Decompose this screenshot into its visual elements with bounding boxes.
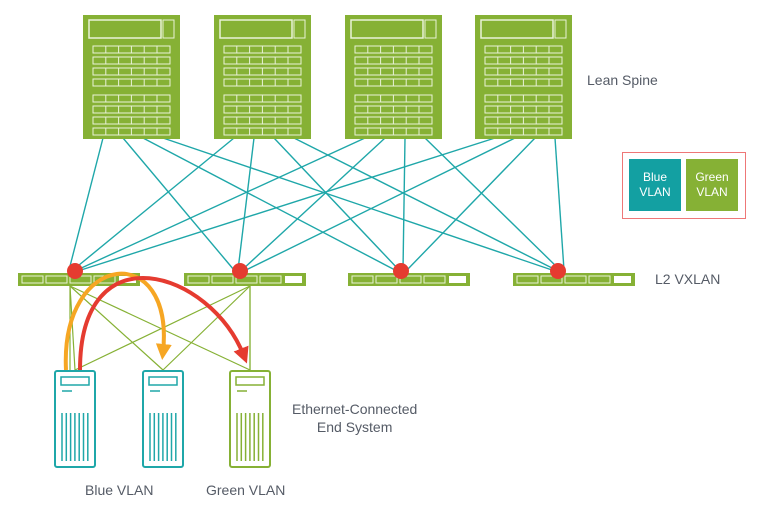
leaf-port (516, 275, 539, 284)
blue-vlan-label: Blue VLAN (85, 482, 154, 498)
spine-leaf-link (424, 137, 561, 271)
spine-leaf-link (241, 137, 386, 271)
vlan-legend: Blue VLAN Green VLAN (622, 152, 746, 219)
leaf-switch (513, 273, 635, 286)
spine-leaf-link (162, 137, 553, 271)
leaf-port (423, 275, 446, 284)
spine-leaf-link (273, 137, 400, 271)
leaf-server-link (69, 285, 76, 371)
spine-header (219, 19, 293, 39)
server-drive-bay (235, 376, 265, 386)
spine-leaf-link (76, 137, 366, 271)
leaf-port (45, 275, 68, 284)
spine-header-slot (554, 19, 567, 39)
leaf-port (588, 275, 611, 284)
vtep-dot (550, 263, 566, 279)
spine-leaf-links (68, 137, 565, 271)
end-system-label: Ethernet-Connected End System (292, 401, 418, 435)
spine-header (88, 19, 162, 39)
server-drive-bay (60, 376, 90, 386)
spine-header-slot (424, 19, 437, 39)
vtep-dot (393, 263, 409, 279)
leaf-port (187, 275, 210, 284)
spine-leaf-link (554, 137, 565, 271)
spine-leaf-link (245, 137, 516, 271)
spine-header (350, 19, 424, 39)
spine-leaf-link (293, 137, 557, 271)
spine-switch (475, 15, 572, 139)
leaf-port (540, 275, 563, 284)
spine-leaf-link (406, 137, 536, 271)
spine-leaf-link (402, 137, 406, 271)
end-system-server (142, 370, 184, 468)
spine-header (480, 19, 554, 39)
spine-leaf-link (237, 137, 255, 271)
spine-header-slot (162, 19, 175, 39)
spine-switch (214, 15, 311, 139)
leaf-server-link (162, 285, 251, 371)
spine-leaf-link (72, 137, 235, 271)
vtep-dot (232, 263, 248, 279)
spine-leaf-link (68, 137, 104, 271)
server-drive-bay (148, 376, 178, 386)
spine-leaf-link (142, 137, 396, 271)
spine-switch (83, 15, 180, 139)
leaf-port (235, 275, 258, 284)
leaf-port (259, 275, 282, 284)
leaf-server-link (69, 285, 164, 371)
end-system-server (54, 370, 96, 468)
spine-label: Lean Spine (587, 72, 658, 88)
leaf-port (564, 275, 587, 284)
leaf-port (21, 275, 44, 284)
leaf-port (399, 275, 422, 284)
spine-switch (345, 15, 442, 139)
orange-flow-arrow (63, 271, 172, 371)
red-flow-arrow (78, 276, 249, 371)
leaf-switch (348, 273, 470, 286)
leaf-port (375, 275, 398, 284)
spine-header-slot (293, 19, 306, 39)
vtep-dot (67, 263, 83, 279)
spine-leaf-link (122, 137, 235, 271)
end-system-server (229, 370, 271, 468)
leaf-port (211, 275, 234, 284)
spine-leaf-link (80, 137, 496, 271)
legend-blue-vlan: Blue VLAN (629, 159, 681, 211)
leaf-slot (614, 276, 631, 283)
leaf-port (351, 275, 374, 284)
leaf-label: L2 VXLAN (655, 271, 721, 287)
leaf-slot (449, 276, 466, 283)
leaf-switch (184, 273, 306, 286)
legend-green-vlan: Green VLAN (686, 159, 738, 211)
green-vlan-label: Green VLAN (206, 482, 286, 498)
leaf-slot (285, 276, 302, 283)
